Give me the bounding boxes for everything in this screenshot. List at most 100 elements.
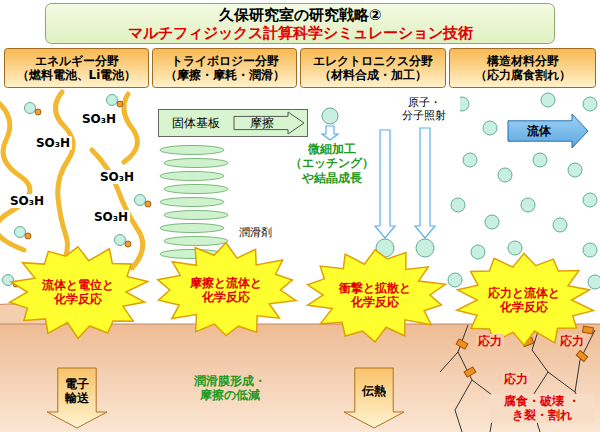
annotation: 応力 xyxy=(502,372,530,386)
substrate-box: 固体基板 摩擦 xyxy=(158,109,308,137)
chemical-group: SO₃H xyxy=(8,194,46,208)
chemical-group: SO₃H xyxy=(34,136,72,150)
solid-ground xyxy=(0,324,600,432)
fluid-particle xyxy=(448,273,462,287)
star-outline xyxy=(10,247,148,338)
lubricant-molecule xyxy=(164,211,228,220)
proton xyxy=(145,201,151,207)
chemical-group: SO₃H xyxy=(92,210,130,224)
star-outline xyxy=(457,253,594,345)
annotation: 原子・ 分子照射 xyxy=(388,96,460,122)
annotation: 微細加工 （エッチング） や結晶成長 xyxy=(286,142,378,185)
lubricant-molecule xyxy=(160,224,224,233)
node-heading: 応力と流体と 化学反応 xyxy=(480,286,568,315)
molecule xyxy=(15,227,26,238)
crack xyxy=(440,352,458,372)
lubricant-molecule xyxy=(164,185,228,194)
node-heading: 構造材料分野 （応力腐食割れ） xyxy=(452,54,593,83)
reaction-star: 摩擦と流体と 化学反応 xyxy=(151,240,301,340)
star-outline xyxy=(158,243,296,336)
fluid-particle xyxy=(583,97,597,111)
annotation: 腐食・破壊 ・き裂・割れ xyxy=(490,394,594,423)
node-heading: 摩擦と流体と 化学反応 xyxy=(181,276,271,305)
fluid-particle xyxy=(485,215,499,229)
field-header: 構造材料分野 （応力腐食割れ） xyxy=(449,48,596,88)
node-heading: 摩擦 xyxy=(250,116,274,130)
beam-arrow xyxy=(415,128,435,238)
molecule xyxy=(3,275,14,286)
lubricant-molecule xyxy=(160,146,224,155)
text-area: 応力と流体と 化学反応 xyxy=(480,272,568,328)
text-area: エネルギー分野 （燃料電池、Li電池） xyxy=(7,50,146,86)
lubricant-molecule xyxy=(160,172,224,181)
text-area: エレクトロニクス分野 （材料合成・加工） xyxy=(303,50,443,86)
lubricant-molecule xyxy=(160,198,224,207)
molecule xyxy=(115,235,126,246)
proton xyxy=(125,241,131,247)
node-heading: エネルギー分野 （燃料電池、Li電池） xyxy=(7,54,146,83)
field-header: トライボロジー分野 （摩擦・摩耗・潤滑） xyxy=(152,48,297,88)
text-area: 流体と電位と 化学反応 xyxy=(33,264,123,320)
arrow-outline xyxy=(508,114,588,148)
node-heading: 衝撃と拡散と 化学反応 xyxy=(330,281,420,310)
substrate-outline xyxy=(159,110,308,137)
annotation: 応力 xyxy=(558,334,586,348)
chemical-group: SO₃H xyxy=(98,170,136,184)
fluid-particle xyxy=(521,198,535,212)
block-arrow: 摩擦 xyxy=(234,112,304,134)
arrow-outline xyxy=(234,112,304,134)
polymer-chain xyxy=(54,92,73,276)
fluid-particle xyxy=(498,168,512,182)
molecule xyxy=(25,103,36,114)
fluid-particle xyxy=(568,163,582,177)
text-area: 電子 輸送 xyxy=(56,370,98,412)
reaction-star: 流体と電位と 化学反応 xyxy=(3,242,153,342)
field-header: エレクトロニクス分野 （材料合成・加工） xyxy=(300,48,446,88)
reaction-star: 衝撃と拡散と 化学反応 xyxy=(300,245,450,345)
text-area: 固体基板 xyxy=(162,111,230,135)
fluid-particle xyxy=(553,218,567,232)
header-outline xyxy=(450,49,596,88)
lubricant-molecule xyxy=(164,159,228,168)
atom xyxy=(322,108,338,124)
text-area: 摩擦 xyxy=(236,113,288,133)
polymer-chain xyxy=(124,94,138,162)
node-heading: 電子 輸送 xyxy=(56,377,98,406)
block-arrow: 流体 xyxy=(508,114,588,148)
corrosion-product xyxy=(583,326,594,334)
header-outline xyxy=(301,49,446,88)
block-arrow: 電子 輸送 xyxy=(47,368,107,428)
fluid-particle xyxy=(541,93,555,107)
header-outline xyxy=(5,49,149,88)
node-heading: 流体 xyxy=(527,124,551,138)
arrow-outline xyxy=(47,368,107,428)
node-heading: 流体と電位と 化学反応 xyxy=(33,278,123,307)
node-shape xyxy=(344,368,404,428)
node-heading: 固体基板 xyxy=(172,116,220,130)
fluid-particle xyxy=(471,245,485,259)
node-heading: エレクトロニクス分野 （材料合成・加工） xyxy=(303,54,443,83)
node-heading: トライボロジー分野 （摩擦・摩耗・潤滑） xyxy=(155,54,294,83)
fluid-particle xyxy=(533,153,547,167)
fluid-particle xyxy=(583,193,597,207)
text-area: 久保研究室の研究戦略②マルチフィジックス計算科学シミュレーション技術 xyxy=(49,5,551,42)
beam-arrow xyxy=(322,126,338,140)
proton xyxy=(35,109,41,115)
chemical-group: SO₃H xyxy=(80,112,118,126)
text-area: 衝撃と拡散と 化学反応 xyxy=(330,267,420,323)
proton xyxy=(117,101,123,107)
molecule xyxy=(135,195,146,206)
molecule xyxy=(107,95,118,106)
proton xyxy=(25,233,31,239)
title-box: 久保研究室の研究戦略②マルチフィジックス計算科学シミュレーション技術 xyxy=(45,3,555,44)
fluid-particle xyxy=(508,241,522,255)
fluid-particle xyxy=(583,243,597,257)
text-area: 摩擦と流体と 化学反応 xyxy=(181,262,271,318)
beam-arrow xyxy=(375,130,395,238)
atom xyxy=(416,239,434,257)
annotation: 潤滑膜形成・ 摩擦の低減 xyxy=(165,374,295,403)
polymer-chain xyxy=(0,104,30,250)
header-outline xyxy=(153,49,297,88)
node-heading: 伝熱 xyxy=(362,384,386,398)
